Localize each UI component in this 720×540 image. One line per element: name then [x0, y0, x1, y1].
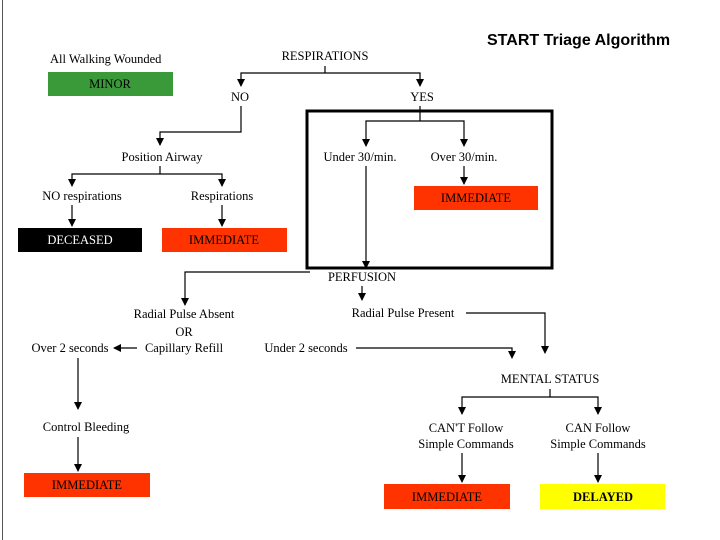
respirations-label: RESPIRATIONS [282, 49, 369, 63]
immediate-airway-label: IMMEDIATE [189, 233, 259, 247]
under-30-label: Under 30/min. [324, 150, 397, 164]
minor-label: MINOR [89, 77, 131, 91]
immediate-respiration-label: IMMEDIATE [441, 191, 511, 205]
left-border-line [2, 0, 3, 540]
control-bleeding-label: Control Bleeding [43, 420, 130, 434]
yes-label: YES [410, 90, 434, 104]
connector-arrow [466, 312, 549, 354]
immediate-box-perfusion [24, 473, 150, 497]
perfusion-label: PERFUSION [328, 270, 396, 284]
connector-arrow [237, 72, 325, 87]
connector-arrow [160, 173, 226, 187]
no-label: NO [231, 90, 249, 104]
respirations-sub-label: Respirations [191, 189, 254, 203]
connector-arrow [420, 120, 468, 147]
position-airway-label: Position Airway [122, 150, 204, 164]
immediate-box-respiration [414, 186, 538, 210]
deceased-box [18, 228, 142, 252]
connector-arrow [68, 173, 160, 187]
or-label: OR [175, 325, 193, 339]
over-30-label: Over 30/min. [431, 150, 498, 164]
walking-wounded-label: All Walking Wounded [50, 52, 162, 66]
connector-arrow [325, 72, 424, 87]
cant-follow-commands-label: Simple Commands [418, 437, 514, 451]
minor-box [48, 72, 173, 96]
mental-status-label: MENTAL STATUS [501, 372, 600, 386]
immediate-box-mental [384, 484, 510, 509]
immediate-box-airway [162, 228, 287, 252]
can-follow-commands-label: Simple Commands [550, 437, 646, 451]
capillary-refill-label: Capillary Refill [145, 341, 224, 355]
cant-follow-label: CAN'T Follow [429, 421, 504, 435]
deceased-label: DECEASED [47, 233, 112, 247]
diagram-title: START Triage Algorithm [487, 32, 670, 49]
connector-arrow [458, 396, 550, 415]
no-respirations-label: NO respirations [42, 189, 122, 203]
radial-absent-label: Radial Pulse Absent [134, 307, 235, 321]
respiratory-rate-frame [305, 109, 554, 270]
connector-arrow [362, 120, 420, 147]
delayed-label: DELAYED [573, 490, 633, 504]
radial-present-label: Radial Pulse Present [352, 306, 455, 320]
immediate-perfusion-label: IMMEDIATE [52, 478, 122, 492]
connector-arrow [356, 347, 516, 359]
connector-arrow [156, 106, 242, 146]
under-2-seconds-label: Under 2 seconds [264, 341, 347, 355]
connector-arrow [550, 396, 602, 415]
connector-arrow [181, 271, 310, 306]
immediate-mental-label: IMMEDIATE [412, 490, 482, 504]
can-follow-label: CAN Follow [566, 421, 631, 435]
over-2-seconds-label: Over 2 seconds [31, 341, 108, 355]
delayed-box [540, 484, 665, 509]
